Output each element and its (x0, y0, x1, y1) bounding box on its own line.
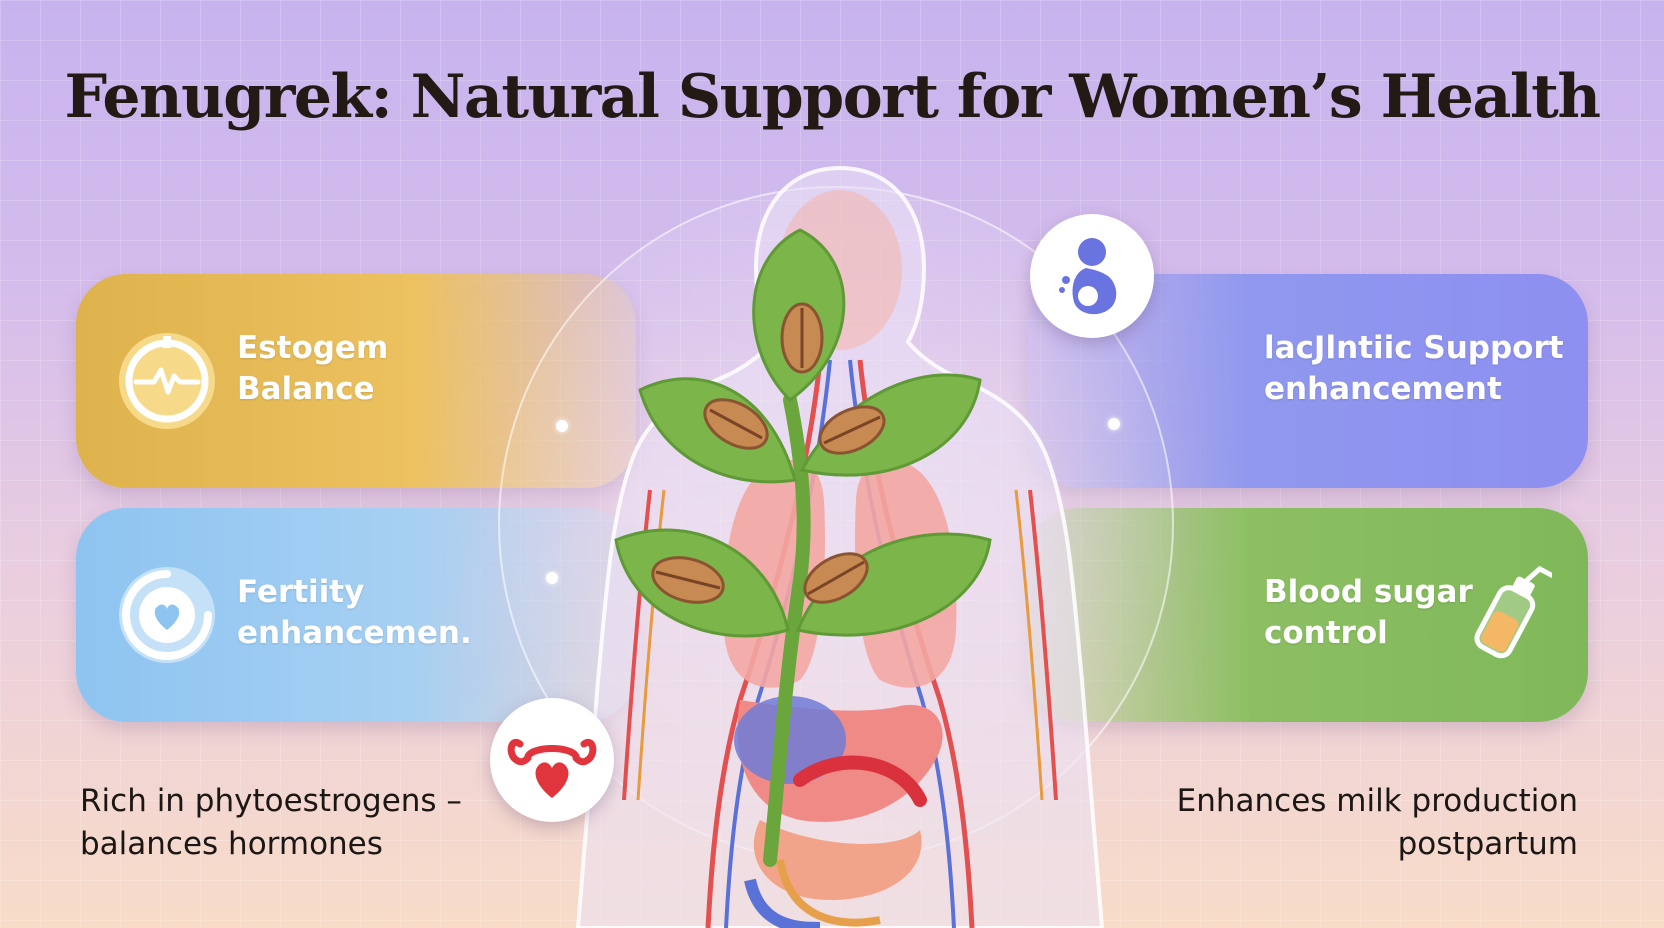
milk-production-caption: Enhances milk production postpartum (1177, 780, 1578, 866)
card-estrogen-line1: Estogem (237, 330, 389, 366)
uterus-icon (507, 739, 597, 798)
phytoestrogens-line1: Rich in phytoestrogens – (80, 783, 462, 819)
card-lactation-line2: enhancement (1264, 371, 1502, 407)
card-blood-sugar-text: Blood sugar control (1264, 572, 1473, 654)
card-blood-sugar-line1: Blood sugar (1264, 574, 1473, 610)
fenugreek-plant-icon (614, 228, 992, 867)
card-fertility-text: Fertiity enhancemen. (237, 572, 472, 654)
card-fertility-line2: enhancemen. (237, 615, 472, 651)
heartbeat-icon (119, 333, 215, 429)
pregnancy-icon (1059, 238, 1117, 315)
milk-production-line1: Enhances milk production (1176, 783, 1578, 819)
card-fertility-line1: Fertiity (237, 574, 365, 610)
page-title: Fenugrek: Natural Support for Women’s He… (64, 62, 1601, 132)
heart-circle-icon (119, 567, 215, 663)
card-estrogen-text: Estogem Balance (237, 328, 388, 410)
bottle-icon (1474, 565, 1552, 659)
pregnancy-badge (1030, 214, 1154, 338)
connector-dot (1108, 418, 1120, 430)
connector-dot (546, 572, 558, 584)
phytoestrogens-line2: balances hormones (80, 826, 383, 862)
card-estrogen-line2: Balance (237, 371, 375, 407)
human-anatomy-icon (575, 165, 1105, 928)
card-lactation-line1: lacJlntiic Support (1264, 330, 1564, 366)
milk-production-line2: postpartum (1397, 826, 1578, 862)
card-lactation-text: lacJlntiic Support enhancement (1264, 328, 1564, 410)
uterus-badge (490, 698, 614, 822)
card-blood-sugar-line2: control (1264, 615, 1388, 651)
connector-dot (556, 420, 568, 432)
phytoestrogens-caption: Rich in phytoestrogens – balances hormon… (80, 780, 462, 866)
